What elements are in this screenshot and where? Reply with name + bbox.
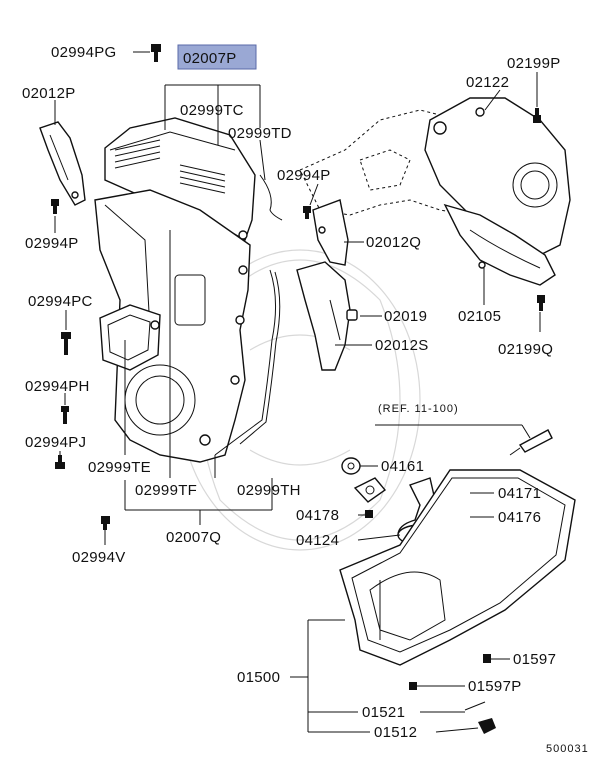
label-02122[interactable]: 02122 xyxy=(466,74,509,91)
label-02007P[interactable]: 02007P xyxy=(183,50,237,67)
bolt-02994P-right[interactable] xyxy=(303,206,311,219)
lower-timing-cover[interactable] xyxy=(94,189,251,463)
cover-vent-slots xyxy=(114,139,226,194)
diagram-code: 500031 xyxy=(546,743,589,755)
bracket-02012S[interactable] xyxy=(296,261,351,371)
bolt-04178[interactable] xyxy=(365,510,373,518)
bolt-02994PG[interactable] xyxy=(151,44,161,62)
label-02999TH[interactable]: 02999TH xyxy=(237,482,301,499)
bolt-02199P[interactable] xyxy=(533,108,541,123)
label-02105[interactable]: 02105 xyxy=(458,308,501,325)
gasket-04161[interactable] xyxy=(341,457,361,475)
lower-cover-duct[interactable] xyxy=(99,304,161,371)
bracket-02012Q[interactable] xyxy=(312,199,349,266)
label-02994PG[interactable]: 02994PG xyxy=(51,44,116,61)
label-02994P-left[interactable]: 02994P xyxy=(25,235,79,252)
bolt-02994P-left[interactable] xyxy=(51,199,59,214)
label-02999TF[interactable]: 02999TF xyxy=(135,482,197,499)
label-01521[interactable]: 01521 xyxy=(362,704,405,721)
oil-pan-01500[interactable] xyxy=(339,469,576,666)
label-04161[interactable]: 04161 xyxy=(381,458,424,475)
label-ref[interactable]: (REF. 11-100) xyxy=(378,403,459,415)
plug-02019[interactable] xyxy=(346,309,358,321)
label-02199Q[interactable]: 02199Q xyxy=(498,341,553,358)
leader-lines xyxy=(54,51,541,733)
label-02012P[interactable]: 02012P xyxy=(22,85,76,102)
label-02999TE[interactable]: 02999TE xyxy=(88,459,151,476)
label-02007Q[interactable]: 02007Q xyxy=(166,529,221,546)
label-02999TC[interactable]: 02999TC xyxy=(180,102,244,119)
label-04176[interactable]: 04176 xyxy=(498,509,541,526)
label-02019[interactable]: 02019 xyxy=(384,308,427,325)
part-labels: 02994PG 02007P 02012P 02999TC 02999TD 02… xyxy=(22,44,589,755)
label-02999TD[interactable]: 02999TD xyxy=(228,125,292,142)
label-02994V[interactable]: 02994V xyxy=(72,549,126,566)
bolt-02994PC[interactable] xyxy=(61,332,71,355)
sealant-tube[interactable] xyxy=(509,429,553,456)
label-01500[interactable]: 01500 xyxy=(237,669,280,686)
clip-01512[interactable] xyxy=(478,718,496,734)
label-02994PJ[interactable]: 02994PJ xyxy=(25,434,86,451)
label-02012Q[interactable]: 02012Q xyxy=(366,234,421,251)
engine-plate-02122[interactable] xyxy=(424,97,571,256)
wire-01521[interactable] xyxy=(464,701,486,711)
label-02994PC[interactable]: 02994PC xyxy=(28,293,93,310)
label-02199P[interactable]: 02199P xyxy=(507,55,561,72)
bolt-02199Q[interactable] xyxy=(537,295,545,311)
label-01597P[interactable]: 01597P xyxy=(468,678,522,695)
label-04178[interactable]: 04178 xyxy=(296,507,339,524)
bolt-02994PH[interactable] xyxy=(61,406,69,424)
bolt-02994V[interactable] xyxy=(101,516,110,530)
label-01512[interactable]: 01512 xyxy=(374,724,417,741)
rear-plate-left[interactable] xyxy=(39,121,86,206)
bolt-02994PJ[interactable] xyxy=(55,455,65,469)
label-01597[interactable]: 01597 xyxy=(513,651,556,668)
label-02994PH[interactable]: 02994PH xyxy=(25,378,90,395)
gasket-flange[interactable] xyxy=(353,477,387,503)
highlighted-part-box xyxy=(177,44,257,70)
label-04171[interactable]: 04171 xyxy=(498,485,541,502)
drain-plug-01597[interactable] xyxy=(483,654,491,663)
label-02012S[interactable]: 02012S xyxy=(375,337,429,354)
cover-gasket-strips[interactable] xyxy=(214,174,283,456)
label-04124[interactable]: 04124 xyxy=(296,532,339,549)
label-02994P-right[interactable]: 02994P xyxy=(277,167,331,184)
plate-02105[interactable] xyxy=(443,203,556,286)
